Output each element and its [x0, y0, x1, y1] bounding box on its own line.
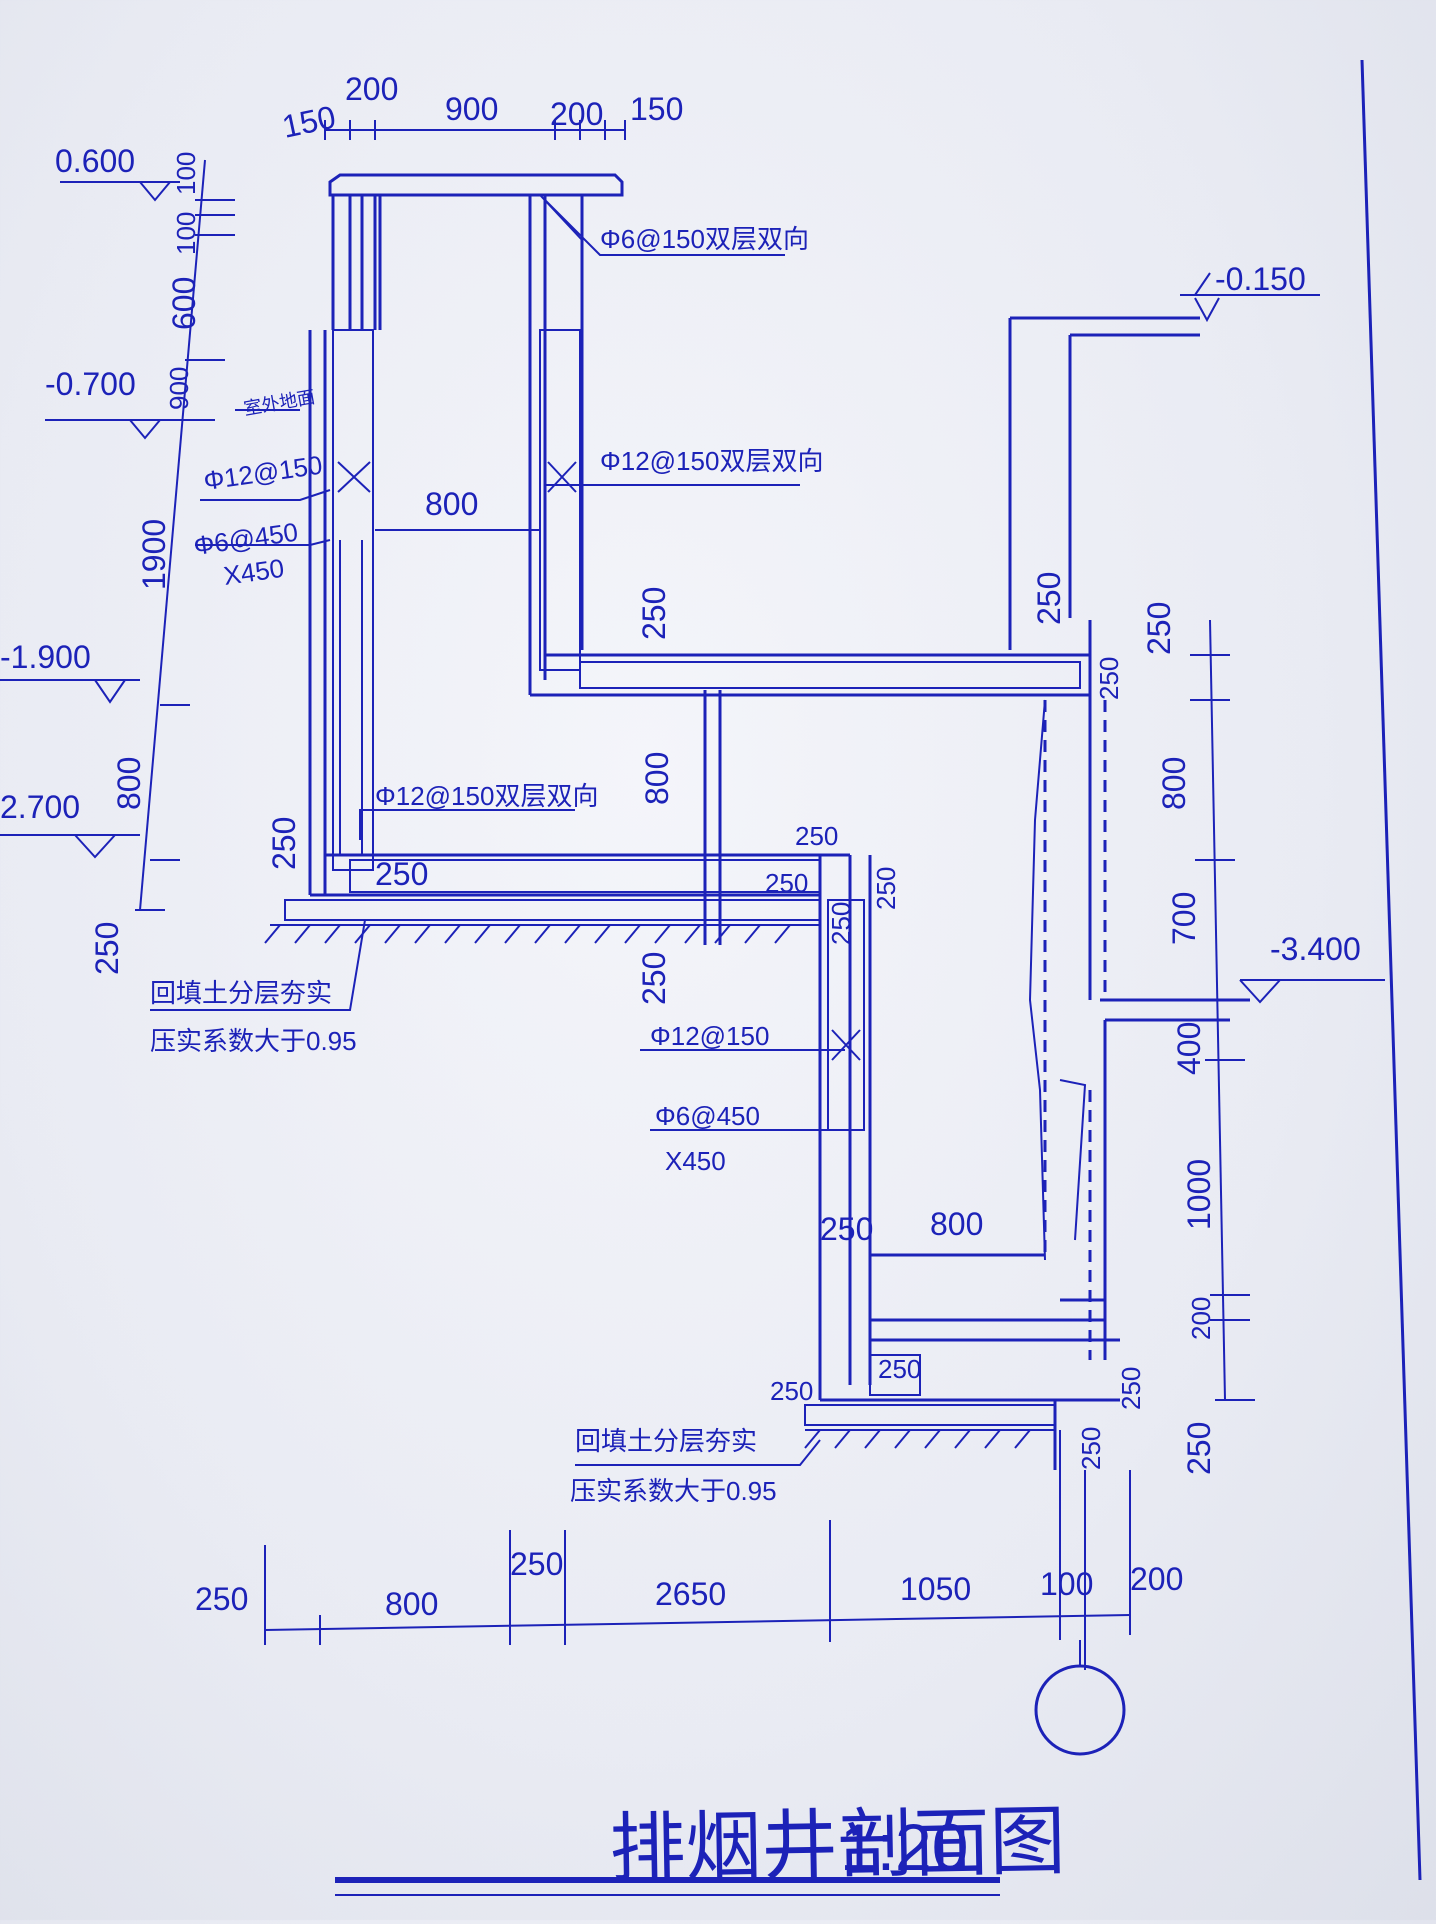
note-backfill1-a: 回填土分层夯实: [150, 978, 332, 1008]
elevation-2-700: 2.700: [0, 789, 80, 825]
drawing-title: 排烟井剖面图: [609, 1799, 1066, 1892]
note-rebar-mid-h1: Φ6@450: [655, 1101, 760, 1131]
dim-bottom-2650: 2650: [655, 1576, 726, 1612]
dim-right-400: 400: [1171, 1022, 1207, 1075]
dim-right-700: 700: [1166, 892, 1202, 945]
dim-inner-250-a: 250: [636, 587, 672, 640]
dim-inner-250-e: 250: [871, 867, 901, 910]
soil-hatching: [264, 924, 1055, 1449]
dim-inner-250-b: 250: [636, 952, 672, 1005]
dim-right-200: 200: [1186, 1297, 1216, 1340]
note-backfill1-b: 压实系数大于0.95: [150, 1026, 357, 1056]
drawing-scale: 1:20: [840, 1810, 968, 1884]
elevation-neg-0-700: -0.700: [45, 366, 136, 402]
dimension-lines: [135, 120, 1255, 1670]
note-rebar-slab: Φ12@150双层双向: [375, 781, 598, 811]
note-rebar-wall-upper: Φ12@150双层双向: [600, 446, 823, 476]
dim-top-150b: 150: [630, 91, 683, 127]
leader-lines: [150, 199, 845, 1466]
elevation-neg-3-400: -3.400: [1270, 931, 1361, 967]
dim-bottom-250b: 250: [510, 1546, 563, 1582]
dim-inner-250-f: 250: [826, 902, 856, 945]
structure-outline: [284, 173, 1250, 1470]
note-rebar-mid-v: Φ12@150: [650, 1021, 769, 1051]
dim-inner-250-i: 250: [878, 1354, 921, 1384]
elevation-0-600: 0.600: [55, 143, 135, 179]
dim-right-250a: 250: [1031, 572, 1067, 625]
dim-inner-800-upper: 800: [425, 486, 478, 522]
dim-right-800: 800: [1156, 757, 1192, 810]
dim-bottom-1050: 1050: [900, 1571, 971, 1607]
dim-right-1000: 1000: [1181, 1159, 1217, 1230]
dim-inner-250-j: 250: [770, 1376, 813, 1406]
note-rebar-top: Φ6@150双层双向: [600, 224, 809, 254]
dim-inner-250-slab: 250: [375, 856, 428, 892]
note-outdoor-ground: 室外地面: [242, 387, 316, 419]
dim-bottom-800: 800: [385, 1586, 438, 1622]
note-backfill2-a: 回填土分层夯实: [575, 1426, 757, 1456]
dim-bottom-100: 100: [1040, 1566, 1093, 1602]
elevation-neg-1-900: -1.900: [0, 639, 91, 675]
dim-top-200b: 200: [550, 96, 603, 132]
dim-inner-250-h: 250: [820, 1211, 873, 1247]
dim-top-150a: 150: [279, 99, 339, 145]
dim-inner-250-g: 250: [1094, 657, 1124, 700]
dim-inner-250-c: 250: [795, 821, 838, 851]
dim-inner-250-k: 250: [1116, 1367, 1146, 1410]
note-rebar-left-v: Φ12@150: [202, 450, 324, 496]
dim-left-250: 250: [89, 922, 125, 975]
dim-left-600: 600: [166, 277, 202, 330]
dim-inner-250-l: 250: [1076, 1427, 1106, 1470]
note-rebar-mid-h2: X450: [665, 1146, 726, 1176]
dim-inner-250-left: 250: [266, 817, 302, 870]
dim-left-100a: 100: [171, 152, 201, 195]
dim-right-250b: 250: [1141, 602, 1177, 655]
note-rebar-left-h1: Φ6@450: [192, 517, 300, 561]
dim-right-250c: 250: [1181, 1422, 1217, 1475]
dim-bottom-200: 200: [1130, 1561, 1183, 1597]
elevation-markers: [0, 181, 1385, 1004]
dim-left-100b: 100: [171, 212, 201, 255]
dim-left-800: 800: [111, 757, 147, 810]
dim-top-200a: 200: [345, 71, 398, 107]
dim-inner-800-lower: 800: [930, 1206, 983, 1242]
dim-bottom-250a: 250: [195, 1581, 248, 1617]
note-rebar-left-h2: X450: [222, 553, 286, 591]
sheet-border-line: [1360, 59, 1422, 1881]
dim-inner-250-d: 250: [765, 868, 808, 898]
dim-left-1900: 1900: [136, 519, 172, 590]
elevation-neg-0-150: -0.150: [1215, 261, 1306, 297]
dim-left-900: 900: [164, 367, 194, 410]
dim-inner-800-mid: 800: [639, 752, 675, 805]
dim-top-900: 900: [445, 91, 498, 127]
grid-axis-circle: [1034, 1664, 1126, 1756]
note-backfill2-b: 压实系数大于0.95: [570, 1476, 777, 1506]
